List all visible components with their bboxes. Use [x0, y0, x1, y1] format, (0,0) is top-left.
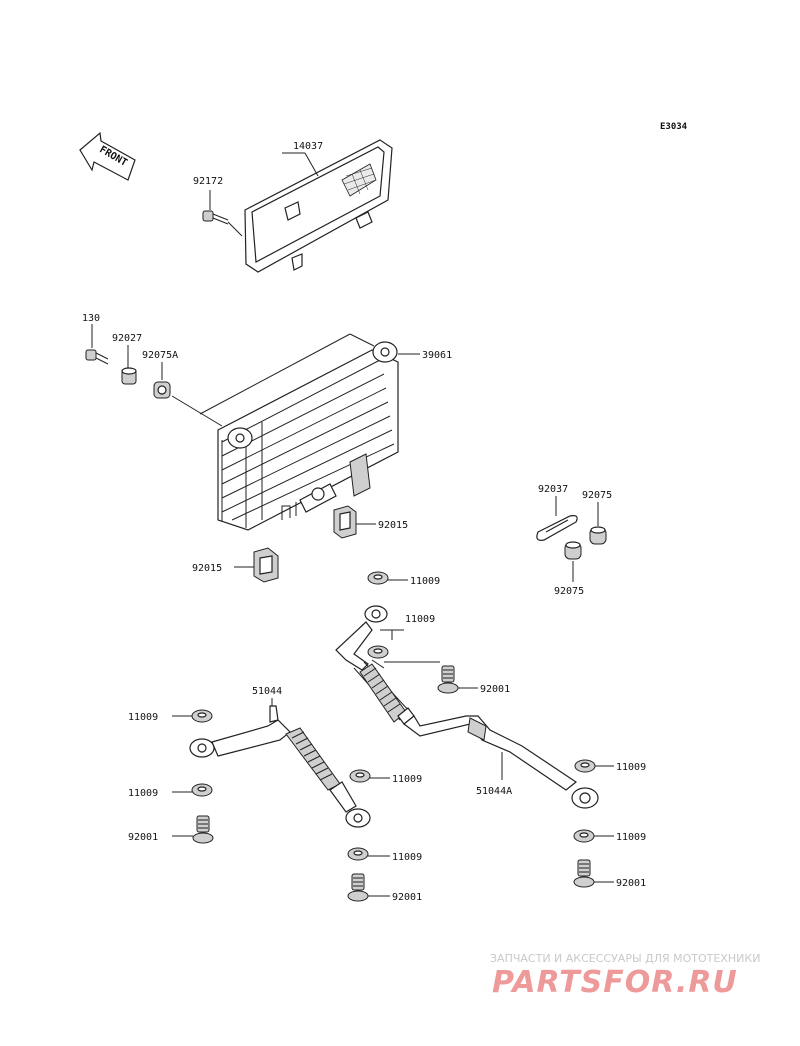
label-92075-right: 92075 [582, 490, 612, 501]
bolt-130 [85, 349, 109, 365]
label-92001-c: 92001 [392, 892, 422, 903]
label-11009-h: 11009 [616, 832, 646, 843]
screw-92172 [202, 210, 229, 225]
washer-11009-f [347, 847, 369, 861]
label-11009-f: 11009 [392, 852, 422, 863]
label-11009-a: 11009 [410, 576, 440, 587]
diagram-code: E3034 [660, 122, 688, 132]
label-14037: 14037 [293, 141, 323, 152]
washer-11009-b [367, 645, 389, 659]
clip-92015-lower [253, 547, 279, 583]
label-11009-d: 11009 [128, 788, 158, 799]
front-arrow-icon: FRONT [79, 131, 136, 181]
label-92001-d: 92001 [616, 878, 646, 889]
label-11009-g: 11009 [616, 762, 646, 773]
label-92075A: 92075A [142, 350, 178, 361]
washer-11009-h [573, 829, 595, 843]
label-92172: 92172 [193, 176, 223, 187]
label-92001-a: 92001 [480, 684, 510, 695]
washer-11009-a [367, 571, 389, 585]
label-39061: 39061 [422, 350, 452, 361]
label-92027: 92027 [112, 333, 142, 344]
banjo-bolt-92001-a [437, 665, 459, 694]
label-92001-b: 92001 [128, 832, 158, 843]
label-11009-e: 11009 [392, 774, 422, 785]
washer-11009-e [349, 769, 371, 783]
label-11009-c: 11009 [128, 712, 158, 723]
oil-hose-51044 [189, 705, 371, 828]
banjo-bolt-92001-c [347, 873, 369, 902]
grommet-92075-right [589, 526, 607, 545]
banjo-bolt-92001-b [192, 815, 214, 844]
label-92015-upper: 92015 [378, 520, 408, 531]
clip-92015-upper [333, 505, 357, 539]
washer-11009-d [191, 783, 213, 797]
collar-92027 [121, 367, 137, 385]
label-92037: 92037 [538, 484, 568, 495]
banjo-bolt-92001-d [573, 859, 595, 888]
watermark-brand: PARTSFOR.RU [492, 965, 738, 1000]
label-92015-lower: 92015 [192, 563, 222, 574]
label-51044A: 51044A [476, 786, 512, 797]
label-11009-b: 11009 [405, 614, 435, 625]
label-51044: 51044 [252, 686, 282, 697]
label-130: 130 [82, 313, 100, 324]
oil-hose-51044A [335, 605, 599, 809]
washer-11009-c [191, 709, 213, 723]
grommet-92075A [153, 381, 171, 399]
clip-92037 [536, 515, 578, 541]
washer-11009-g [574, 759, 596, 773]
oil-cooler [217, 341, 399, 531]
grommet-92075-left [564, 541, 582, 560]
watermark-subtitle: ЗАПЧАСТИ И АКСЕССУАРЫ ДЛЯ МОТОТЕХНИКИ [490, 952, 760, 965]
label-92075-left: 92075 [554, 586, 584, 597]
radiator-guard [244, 139, 393, 273]
